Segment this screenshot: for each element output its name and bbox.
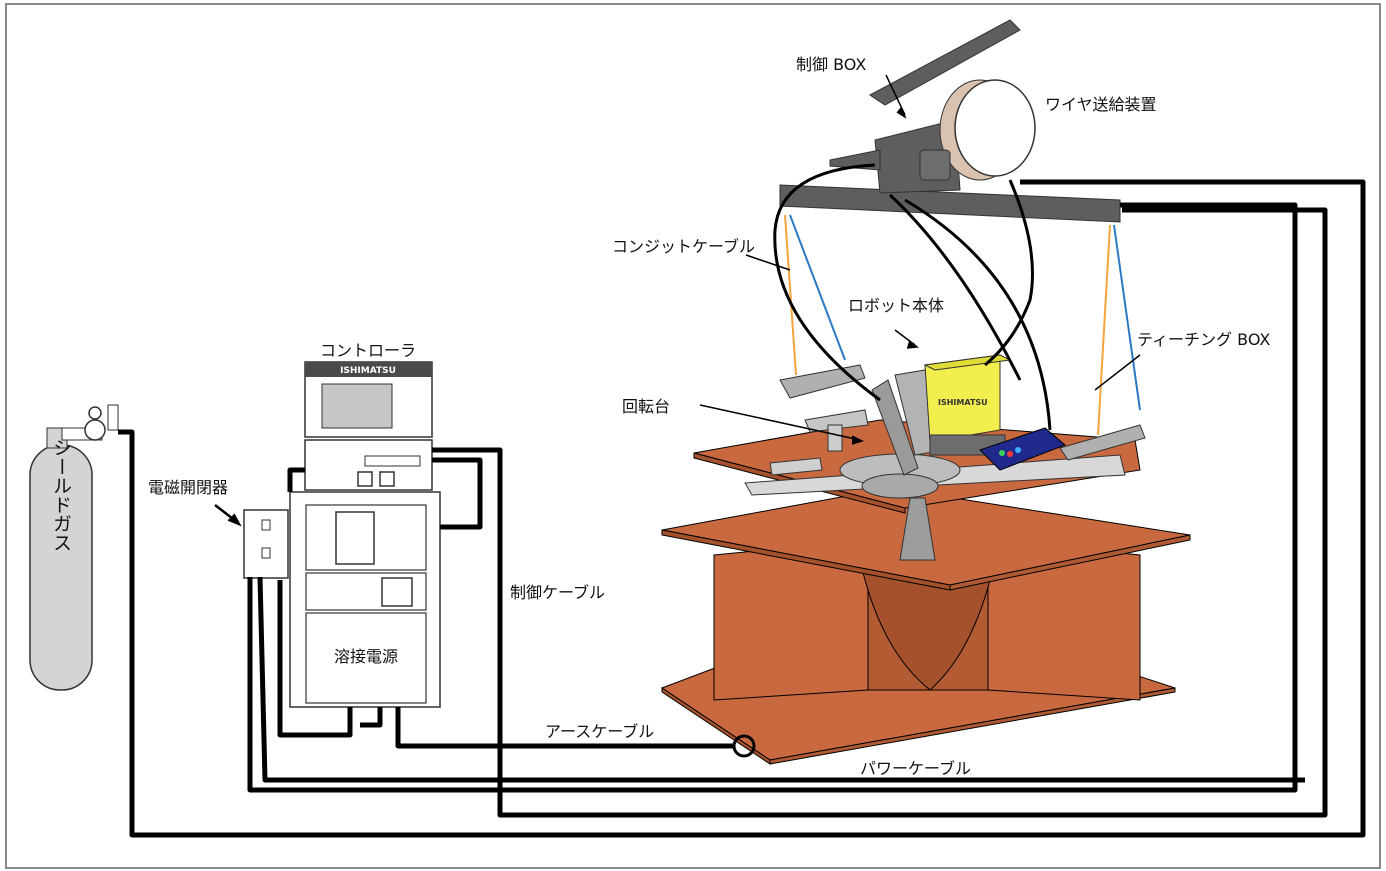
power-cable-label: パワーケーブル [860, 759, 971, 778]
controller-screen [321, 383, 393, 429]
wire-feeder-unit [829, 19, 1036, 194]
diagram-frame [5, 3, 1381, 869]
controller-logo: ISHIMATSU [340, 366, 396, 376]
robot-logo: ISHIMATSU [938, 398, 988, 407]
controller-button [379, 471, 395, 487]
wire-feeder-label: ワイヤ送給装置 [1045, 95, 1157, 114]
robot-body-label: ロボット本体 [848, 296, 944, 315]
teaching-box-label: ティーチング BOX [1137, 330, 1270, 349]
conduit-cables [773, 163, 1052, 431]
wire-spool [954, 79, 1036, 177]
welding-power-label: 溶接電源 [334, 647, 398, 666]
controller-button [357, 471, 373, 487]
magnetic-switch [243, 509, 289, 579]
welding-power-source: 溶接電源 [289, 491, 441, 708]
teaching-box-device [979, 427, 1066, 471]
overhead-beam [779, 184, 1121, 223]
controller-unit: ISHIMATSU [304, 361, 433, 491]
shield-gas-cylinder: シールドガス [29, 404, 119, 691]
earth-clamp [732, 734, 756, 758]
turntable-label: 回転台 [622, 397, 670, 416]
control-box-label: 制御 BOX [796, 55, 866, 74]
robot-assembly: ISHIMATSU [744, 354, 1146, 561]
control-cable-label: 制御ケーブル [510, 583, 605, 602]
hanging-wires [784, 214, 1141, 436]
controller-label: コントローラ [320, 341, 416, 360]
system-cables [118, 179, 1366, 838]
magnetic-switch-label: 電磁開閉器 [148, 478, 228, 497]
earth-cable-label: アースケーブル [545, 722, 654, 741]
pointer-arrows [214, 74, 1141, 527]
shield-gas-label: シールドガス [50, 438, 72, 552]
conduit-cable-label: コンジットケーブル [612, 237, 755, 256]
